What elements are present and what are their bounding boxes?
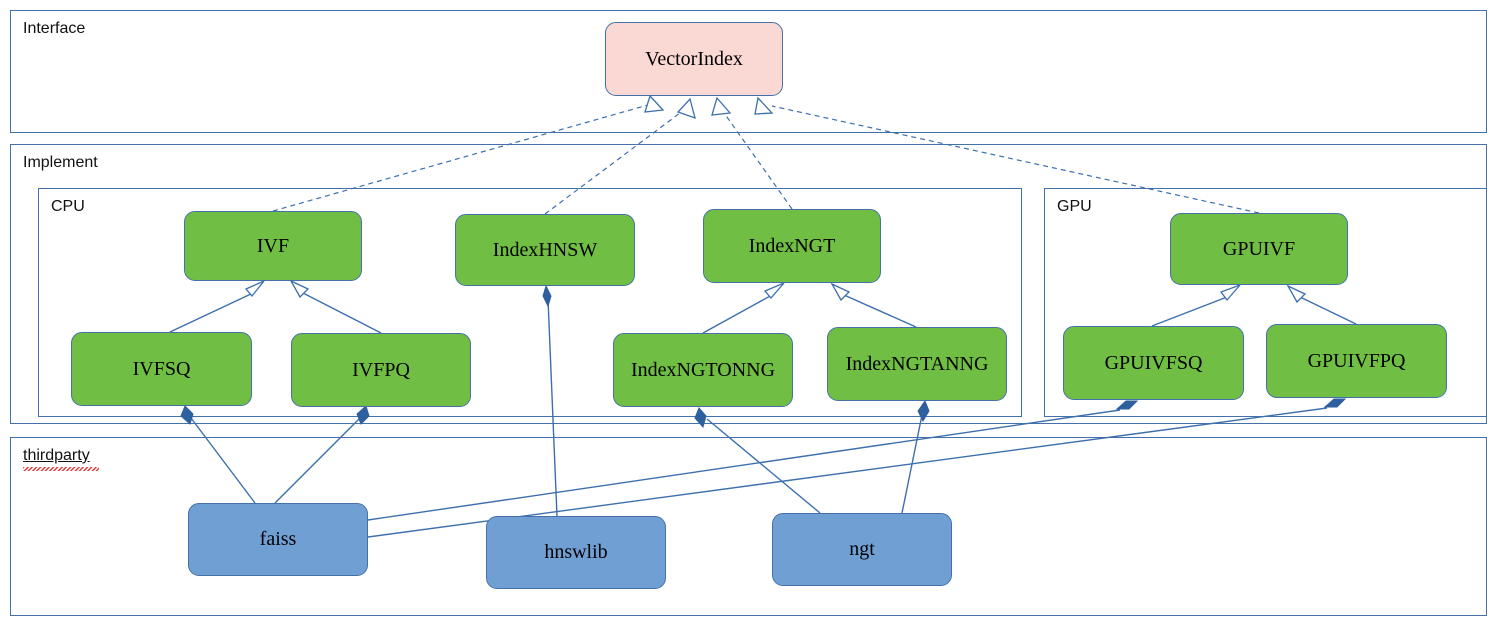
node-ivfpq[interactable]: IVFPQ (291, 333, 471, 407)
node-label: GPUIVF (1222, 237, 1296, 260)
group-label-cpu: CPU (51, 198, 85, 215)
node-vectorindex[interactable]: VectorIndex (605, 22, 783, 96)
group-label-gpu: GPU (1057, 198, 1092, 215)
node-label: IVF (256, 234, 290, 257)
node-label: GPUIVFPQ (1307, 349, 1406, 372)
node-faiss[interactable]: faiss (188, 503, 368, 576)
node-label: IndexNGTANNG (845, 352, 989, 375)
node-label: hnswlib (544, 541, 608, 563)
node-label: IndexHNSW (492, 238, 598, 261)
node-gpuivf[interactable]: GPUIVF (1170, 213, 1348, 285)
node-label: IVFSQ (132, 357, 191, 380)
node-ivf[interactable]: IVF (184, 211, 362, 281)
node-gpuivfpq[interactable]: GPUIVFPQ (1266, 324, 1447, 398)
node-label: GPUIVFSQ (1104, 351, 1203, 374)
node-label: IndexNGT (748, 234, 836, 257)
node-label: faiss (259, 528, 297, 550)
group-label-interface: Interface (23, 20, 86, 37)
node-indexngtanng[interactable]: IndexNGTANNG (827, 327, 1007, 401)
node-indexngtonng[interactable]: IndexNGTONNG (613, 333, 793, 407)
group-label-thirdparty: thirdparty (23, 447, 90, 464)
node-indexngt[interactable]: IndexNGT (703, 209, 881, 283)
node-ivfsq[interactable]: IVFSQ (71, 332, 252, 406)
node-indexhnsw[interactable]: IndexHNSW (455, 214, 635, 286)
node-label: ngt (849, 538, 875, 560)
node-ngt[interactable]: ngt (772, 513, 952, 586)
node-label: IVFPQ (352, 358, 410, 381)
node-label: VectorIndex (645, 47, 743, 70)
node-label: IndexNGTONNG (630, 358, 776, 381)
node-hnswlib[interactable]: hnswlib (486, 516, 666, 589)
node-gpuivfsq[interactable]: GPUIVFSQ (1063, 326, 1244, 400)
group-label-implement: Implement (23, 154, 98, 171)
